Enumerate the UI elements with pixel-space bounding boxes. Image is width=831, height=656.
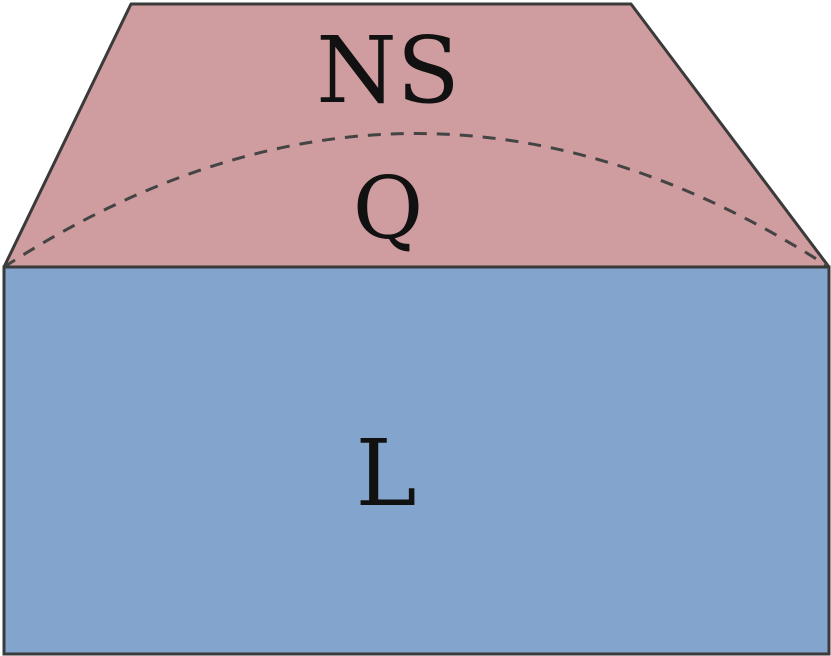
label-ns: NS — [316, 17, 460, 124]
label-q: Q — [353, 159, 424, 259]
dashed-boundary-curve — [3, 132, 830, 269]
bottom-rectangle-region — [2, 265, 831, 656]
label-l: L — [355, 420, 416, 527]
